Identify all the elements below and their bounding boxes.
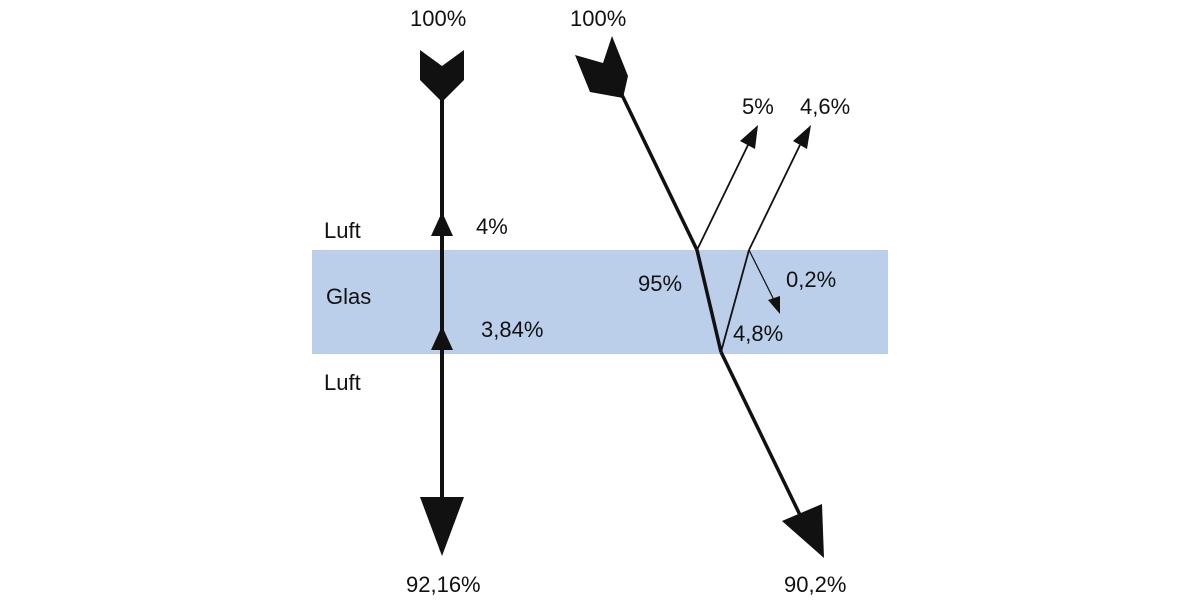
- layer-label-air-bottom: Luft: [324, 370, 361, 395]
- internal-reflection-arrowhead: [768, 296, 780, 314]
- oblique-refracted-ray: [695, 249, 723, 353]
- reflection-arrowhead-first-surface: [431, 212, 453, 236]
- reflected-ray-second-surface: [748, 144, 801, 251]
- oblique-reflection-total-second-label: 4,6%: [800, 94, 850, 119]
- reflection-arrowhead-second-surface: [431, 326, 453, 350]
- oblique-transmitted-arrowhead: [782, 504, 824, 558]
- reflected-arrowhead-second-surface: [793, 125, 811, 149]
- layer-label-air-top: Luft: [324, 218, 361, 243]
- glass-layer: [312, 250, 888, 354]
- perpendicular-transmitted-label: 92,16%: [406, 572, 481, 597]
- transmitted-arrowhead: [420, 497, 464, 556]
- internal-reflection-up-ray: [720, 249, 750, 353]
- oblique-incident-ray: [620, 94, 699, 251]
- oblique-refracted-label: 95%: [638, 271, 682, 296]
- oblique-transmitted-ray: [719, 351, 802, 516]
- incident-chevron-arrow: [420, 50, 464, 102]
- oblique-transmitted-label: 90,2%: [784, 572, 846, 597]
- perpendicular-reflection-second-label: 3,84%: [481, 317, 543, 342]
- perpendicular-incident-label: 100%: [410, 6, 466, 31]
- oblique-ray-group: [575, 36, 824, 558]
- oblique-incident-label: 100%: [570, 6, 626, 31]
- reflected-ray-first-surface: [696, 144, 749, 251]
- oblique-incident-chevron-arrow: [575, 36, 628, 98]
- oblique-internal-reflection-label: 0,2%: [786, 267, 836, 292]
- perpendicular-reflection-first-label: 4%: [476, 214, 508, 239]
- oblique-reflection-first-label: 5%: [742, 94, 774, 119]
- reflected-arrowhead-first-surface: [740, 125, 758, 149]
- perpendicular-ray-group: [420, 50, 464, 556]
- layer-label-glass: Glas: [326, 284, 371, 309]
- internal-reflection-down-ray: [748, 249, 777, 305]
- oblique-reflection-second-label: 4,8%: [733, 321, 783, 346]
